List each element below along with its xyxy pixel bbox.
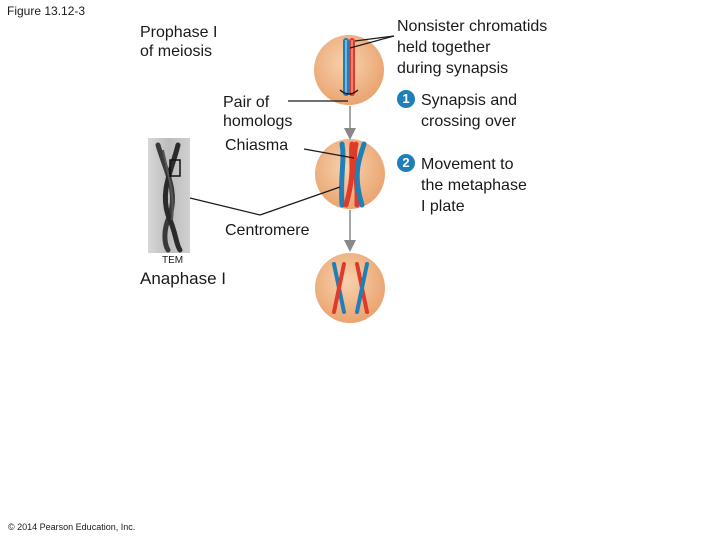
step-1: 1 Synapsis and crossing over: [397, 90, 517, 132]
nonsister-chromatids-label: Nonsister chromatids held together durin…: [397, 18, 548, 77]
step-1-badge: 1: [397, 90, 415, 108]
tem-micrograph: [148, 138, 190, 253]
centromere-label: Centromere: [225, 222, 310, 239]
crossed-chromosomes: [339, 141, 367, 208]
separated-chromosomes: [332, 262, 369, 314]
step-1-text: Synapsis and crossing over: [421, 92, 518, 130]
synapsed-homolog-pair: [339, 38, 359, 96]
figure-label: Figure 13.12-3: [7, 4, 86, 18]
tem-label: TEM: [162, 255, 184, 266]
cell-anaphase: [315, 253, 385, 323]
prophase-label: Prophase I of meiosis: [140, 24, 218, 60]
pair-of-homologs-label: Pair of homologs: [223, 94, 293, 130]
chiasma-box: [169, 159, 181, 177]
step-2-badge: 2: [397, 154, 415, 172]
leader-lines: [189, 35, 395, 216]
copyright: © 2014 Pearson Education, Inc.: [8, 522, 136, 532]
chiasma-label: Chiasma: [225, 137, 289, 154]
step-2-text: Movement to the metaphase I plate: [421, 156, 527, 215]
step-2: 2 Movement to the metaphase I plate: [397, 154, 527, 217]
anaphase-label: Anaphase I: [140, 269, 227, 288]
